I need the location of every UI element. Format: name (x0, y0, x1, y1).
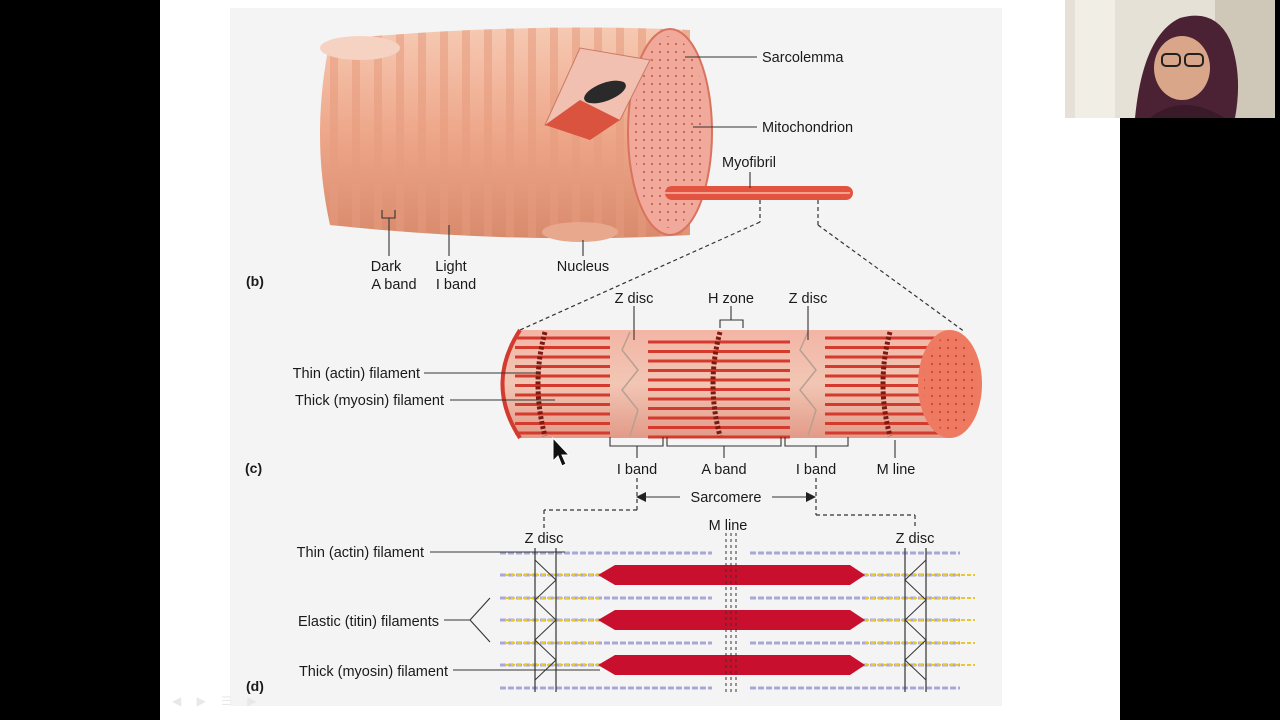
panel-d-sarcomere (500, 533, 975, 694)
mouse-cursor-icon (552, 436, 571, 467)
thick-filament-label: Thick (myosin) filament (295, 393, 444, 409)
thin-filament-d-label: Thin (actin) filament (297, 545, 424, 561)
panel-d-label: (d) (246, 678, 264, 694)
panel-b-fiber (320, 27, 853, 242)
light-band-label-1: Light (435, 259, 466, 275)
myofibril-label: Myofibril (722, 155, 776, 171)
panel-d-leaders (430, 551, 600, 671)
panel-b-label: (b) (246, 273, 264, 289)
sarcolemma-label: Sarcolemma (762, 50, 844, 66)
panel-c-leaders (424, 306, 916, 528)
panel-b-leaders (381, 56, 757, 256)
light-band-label-2: I band (436, 277, 476, 293)
m-line-d-label: M line (709, 518, 748, 534)
z-disc-d-left-label: Z disc (525, 531, 564, 547)
thin-filament-label: Thin (actin) filament (293, 366, 420, 382)
mitochondrion-label: Mitochondrion (762, 120, 853, 136)
z-disc-left-label: Z disc (615, 291, 654, 307)
thick-filament-d-label: Thick (myosin) filament (299, 664, 448, 680)
i-band-right-label: I band (796, 462, 836, 478)
nucleus-label: Nucleus (557, 259, 609, 275)
webcam-presenter-icon (1065, 0, 1275, 118)
sarcomere-label: Sarcomere (691, 490, 762, 506)
dark-band-label-1: Dark (371, 259, 402, 275)
m-line-c-label: M line (877, 462, 916, 478)
a-band-label: A band (701, 462, 746, 478)
panel-c-label: (c) (245, 460, 262, 476)
z-disc-d-right-label: Z disc (896, 531, 935, 547)
i-band-left-label: I band (617, 462, 657, 478)
dark-band-label-2: A band (371, 277, 416, 293)
elastic-filaments-label: Elastic (titin) filaments (298, 614, 439, 630)
h-zone-label: H zone (708, 291, 754, 307)
slide-nav-controls[interactable]: ◀ ▶ ☰ ▶ (172, 694, 263, 708)
z-disc-right-label: Z disc (789, 291, 828, 307)
panel-c-myofibril (500, 328, 982, 440)
